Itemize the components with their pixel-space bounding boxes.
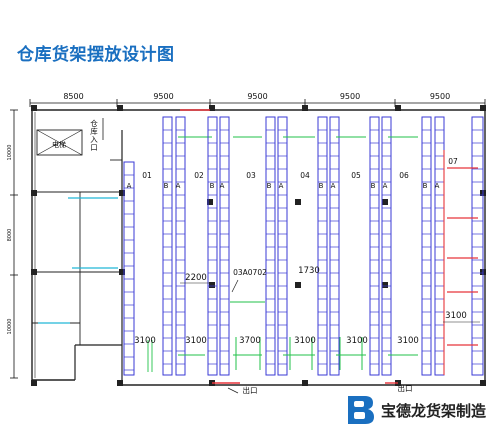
rack-label: A [383,182,388,190]
entrance-label: 口 [90,143,98,152]
dimension-label-top: 9500 [340,92,360,101]
brand-name: 宝德龙货架制造 [380,401,486,420]
dimension-label-bottom: 3700 [239,336,261,346]
rack-column [207,116,218,376]
column-post [295,199,301,205]
dimension-label-bottom: 3100 [134,336,156,346]
entrance-label: 仓 [90,118,98,128]
rack-column [329,116,340,376]
rack-column [369,116,380,376]
exit-label: 出口 [398,383,413,393]
column-post [209,105,215,111]
exit-label: 出口 [243,385,258,395]
rack-column [317,116,328,376]
exit-pointer [227,387,239,394]
column-post [480,380,486,386]
brand-logo-icon [347,396,374,424]
rack-column [471,116,484,376]
rack-code-pointer [231,279,239,293]
rack-column [277,116,288,376]
dimension-label-top: 8500 [63,92,83,101]
aisle-number: 07 [448,157,458,166]
aisle-number: 02 [194,171,204,180]
rack-label: B [371,182,376,190]
elevator-box [36,129,83,156]
column-post [480,105,486,111]
rack-code-label: 03A0702 [233,268,267,277]
dimension-label-top: 9500 [430,92,450,101]
dimension-label-top: 9500 [247,92,267,101]
rack-column [219,116,230,376]
rack-column [421,116,432,376]
dimension-label-left: 10000 [7,319,13,335]
column-post [31,105,37,111]
rack-label: B [319,182,324,190]
column-post [117,105,123,111]
column-post [31,269,37,275]
column-post [31,380,37,386]
dimension-label-bottom: 3100 [346,336,368,346]
column-post [119,190,125,196]
column-post [382,282,388,288]
dimension-label-left: 10000 [7,145,13,161]
column-post [31,190,37,196]
dimension-label-bottom: 3100 [185,336,207,346]
rack-label: A [220,182,225,190]
brand: 宝德龙货架制造 [345,393,486,427]
aisle-number: 06 [399,171,409,180]
aisle-number: 05 [351,171,361,180]
aisle-number: 01 [142,171,152,180]
entrance-label: 入 [90,135,98,144]
dimension-label-left: 8000 [7,229,13,242]
column-post [117,380,123,386]
rack-column [175,116,186,376]
column-post [207,199,213,205]
column-post [382,199,388,205]
rack-column [265,116,276,376]
column-post [295,282,301,288]
dimension-2200: 2200 [185,273,207,283]
rack-label: A [176,182,181,190]
page-title: 仓库货架摆放设计图 [17,45,175,65]
dimension-label-bottom: 3100 [294,336,316,346]
rack-column [381,116,392,376]
dimension-label-bottom: 3100 [397,336,419,346]
dimension-label-top: 9500 [153,92,173,101]
elevator-label: 电梯 [52,140,66,149]
rack-label: A [279,182,284,190]
rack-label: B [210,182,215,190]
rack-column [123,161,135,376]
elevator-cross [36,129,83,156]
column-post [302,380,308,386]
rack-label: B [267,182,272,190]
column-post [119,269,125,275]
column-post [209,282,215,288]
column-post [395,105,401,111]
dimension-1730: 1730 [298,266,320,276]
rack-label: A [435,182,440,190]
entrance-label: 库 [90,126,98,136]
aisle-number: 04 [300,171,310,180]
rack-label: B [164,182,169,190]
dimension-label-bottom-right: 3100 [445,311,467,321]
rack-label: B [423,182,428,190]
rack-label: A [331,182,336,190]
rack-column [162,116,173,376]
rack-label: A [127,182,132,190]
column-post [302,105,308,111]
aisle-number: 03 [246,171,256,180]
